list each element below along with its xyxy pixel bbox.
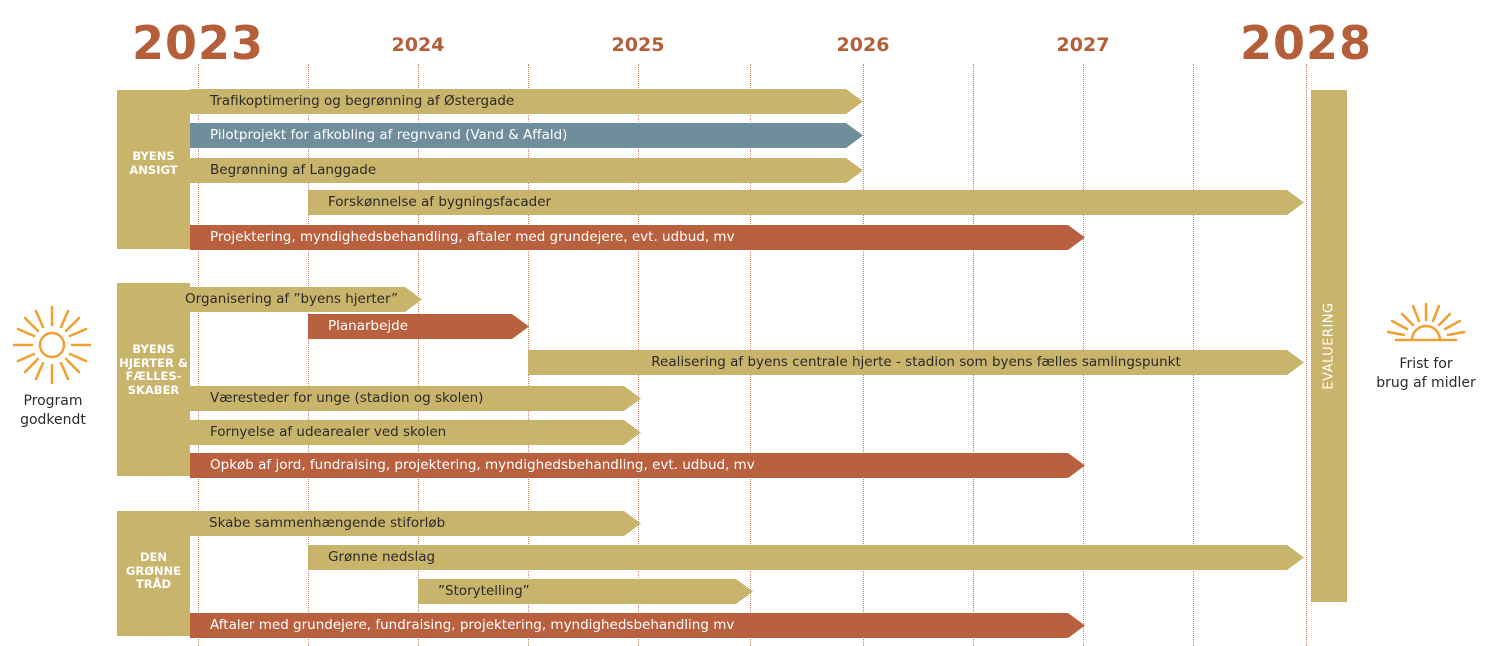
program-godkendt-caption: Program godkendt: [20, 393, 86, 428]
task-bar-stiforlob: Skabe sammenhængende stiforløb: [117, 511, 641, 536]
task-bar-planarbejde: Planarbejde: [308, 314, 529, 339]
task-bar-organisering: Organisering af ”byens hjerter”: [117, 287, 422, 312]
year-2028: 2028: [1239, 16, 1373, 70]
half-sun-icon: [1386, 302, 1466, 342]
section-byens-ansigt: [117, 90, 190, 249]
section-label-byens-hjerter: BYENS HJERTER & FÆLLES-SKABER: [119, 342, 188, 397]
task-bar-opkob: Opkøb af jord, fundraising, projektering…: [190, 453, 1085, 478]
grid-line: [418, 64, 419, 646]
task-bar-aftaler: Aftaler med grundejere, fundraising, pro…: [190, 613, 1085, 638]
year-2024: 2024: [391, 34, 445, 56]
grid-line: [308, 64, 309, 646]
task-bar-realisering: Realisering af byens centrale hjerte - s…: [528, 350, 1304, 375]
task-bar-storytelling: ”Storytelling”: [418, 579, 753, 604]
task-bar-udearealer: Fornyelse af udearealer ved skolen: [190, 420, 641, 445]
task-bar-langgade: Begrønning af Langgade: [190, 158, 863, 183]
task-bar-gronne-nedslag: Grønne nedslag: [308, 545, 1304, 570]
year-2026: 2026: [836, 34, 890, 56]
grid-line: [1306, 64, 1307, 646]
task-bar-pilotprojekt: Pilotprojekt for afkobling af regnvand (…: [190, 123, 863, 148]
section-byens-hjerter: [117, 283, 190, 476]
section-label-den-gronne-traad: DEN GRØNNE TRÅD: [125, 550, 182, 591]
evaluation-column: EVALUERING: [1311, 90, 1347, 602]
year-2025: 2025: [611, 34, 665, 56]
frist-caption: Frist for brug af midler: [1376, 356, 1476, 391]
sun-icon: [12, 305, 92, 385]
year-2027: 2027: [1056, 34, 1110, 56]
section-label-byens-ansigt: BYENS ANSIGT: [129, 149, 178, 177]
evaluation-label: EVALUERING: [1321, 302, 1337, 390]
task-bar-ostergade: Trafikoptimering og begrønning af Østerg…: [190, 89, 863, 114]
year-2023: 2023: [131, 16, 265, 70]
grid-line: [198, 64, 199, 646]
task-bar-projektering: Projektering, myndighedsbehandling, afta…: [190, 225, 1085, 250]
task-bar-vaeresteder: Væresteder for unge (stadion og skolen): [190, 386, 641, 411]
task-bar-facader: Forskønnelse af bygningsfacader: [308, 190, 1304, 215]
